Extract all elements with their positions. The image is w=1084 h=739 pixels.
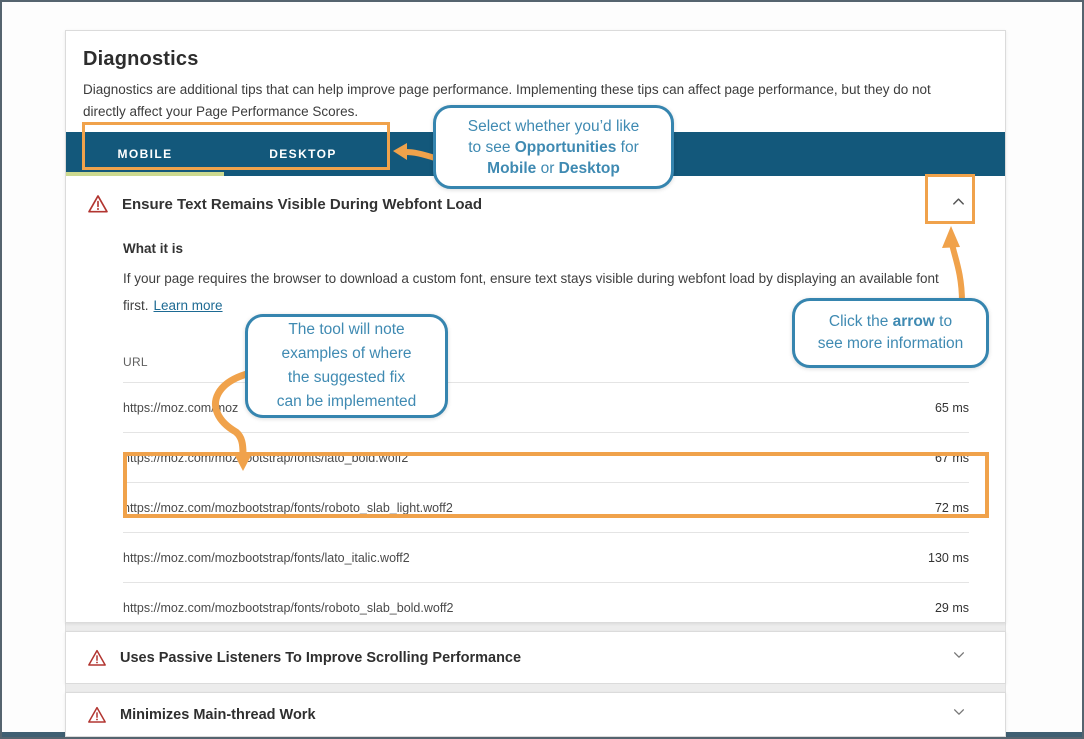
tab-mobile[interactable]: MOBILE [66,132,224,176]
url-table: URL https://moz.com/moz 65 ms https://mo… [123,341,969,632]
body-line1: If your page requires the browser to dow… [123,271,939,286]
chevron-down-icon [952,705,966,724]
diagnostic-title: Ensure Text Remains Visible During Webfo… [122,195,483,213]
warning-icon [87,193,109,215]
time-cell: 65 ms [934,400,969,415]
section-divider [65,684,1006,692]
diagnostics-card: Diagnostics Diagnostics are additional t… [65,30,1006,737]
url-cell: https://moz.com/mozbootstrap/fonts/lato_… [123,550,410,565]
learn-more-link[interactable]: Learn more [153,298,223,313]
warning-icon [87,648,107,668]
table-row: https://moz.com/mozbootstrap/fonts/lato_… [123,432,969,482]
card-header: Diagnostics Diagnostics are additional t… [66,31,1005,123]
body-line2: first. [123,298,149,313]
collapse-button[interactable] [945,191,971,217]
chevron-up-icon [951,194,966,214]
what-it-is-heading: What it is [123,241,183,256]
expand-button[interactable] [947,646,971,670]
warning-icon [87,705,107,725]
url-column-header: URL [123,355,148,369]
url-cell: https://moz.com/mozbootstrap/fonts/robot… [123,500,453,515]
time-cell: 72 ms [934,500,969,515]
table-row: https://moz.com/moz 65 ms [123,382,969,432]
section-passive-listeners[interactable]: Uses Passive Listeners To Improve Scroll… [65,631,1006,684]
table-row: https://moz.com/mozbootstrap/fonts/lato_… [123,532,969,582]
page-description-line1: Diagnostics are additional tips that can… [83,82,931,97]
url-cell: https://moz.com/moz [123,400,239,415]
section-main-thread[interactable]: Minimizes Main-thread Work [65,692,1006,737]
section-title: Minimizes Main-thread Work [120,706,316,723]
url-cell: https://moz.com/mozbootstrap/fonts/robot… [123,600,454,615]
page-title: Diagnostics [83,48,199,70]
time-cell: 130 ms [928,550,969,565]
table-row-highlighted: https://moz.com/mozbootstrap/fonts/robot… [123,482,969,532]
diagnostics-section: Diagnostics Diagnostics are additional t… [65,30,1006,623]
page-description: Diagnostics are additional tips that can… [83,79,985,123]
expand-button[interactable] [947,703,971,727]
time-cell: 29 ms [934,600,969,615]
section-divider [65,623,1006,631]
table-row: https://moz.com/mozbootstrap/fonts/robot… [123,582,969,632]
url-cell: https://moz.com/mozbootstrap/fonts/lato_… [123,450,409,465]
tab-desktop[interactable]: DESKTOP [269,147,337,161]
chevron-down-icon [952,648,966,667]
diagnostic-header-row[interactable]: Ensure Text Remains Visible During Webfo… [87,191,971,217]
device-tab-bar: MOBILE DESKTOP [66,132,1005,176]
section-title: Uses Passive Listeners To Improve Scroll… [120,649,522,666]
what-it-is-text: If your page requires the browser to dow… [123,265,985,319]
time-cell: 67 ms [934,450,969,465]
page-description-line2: directly affect your Page Performance Sc… [83,104,359,119]
